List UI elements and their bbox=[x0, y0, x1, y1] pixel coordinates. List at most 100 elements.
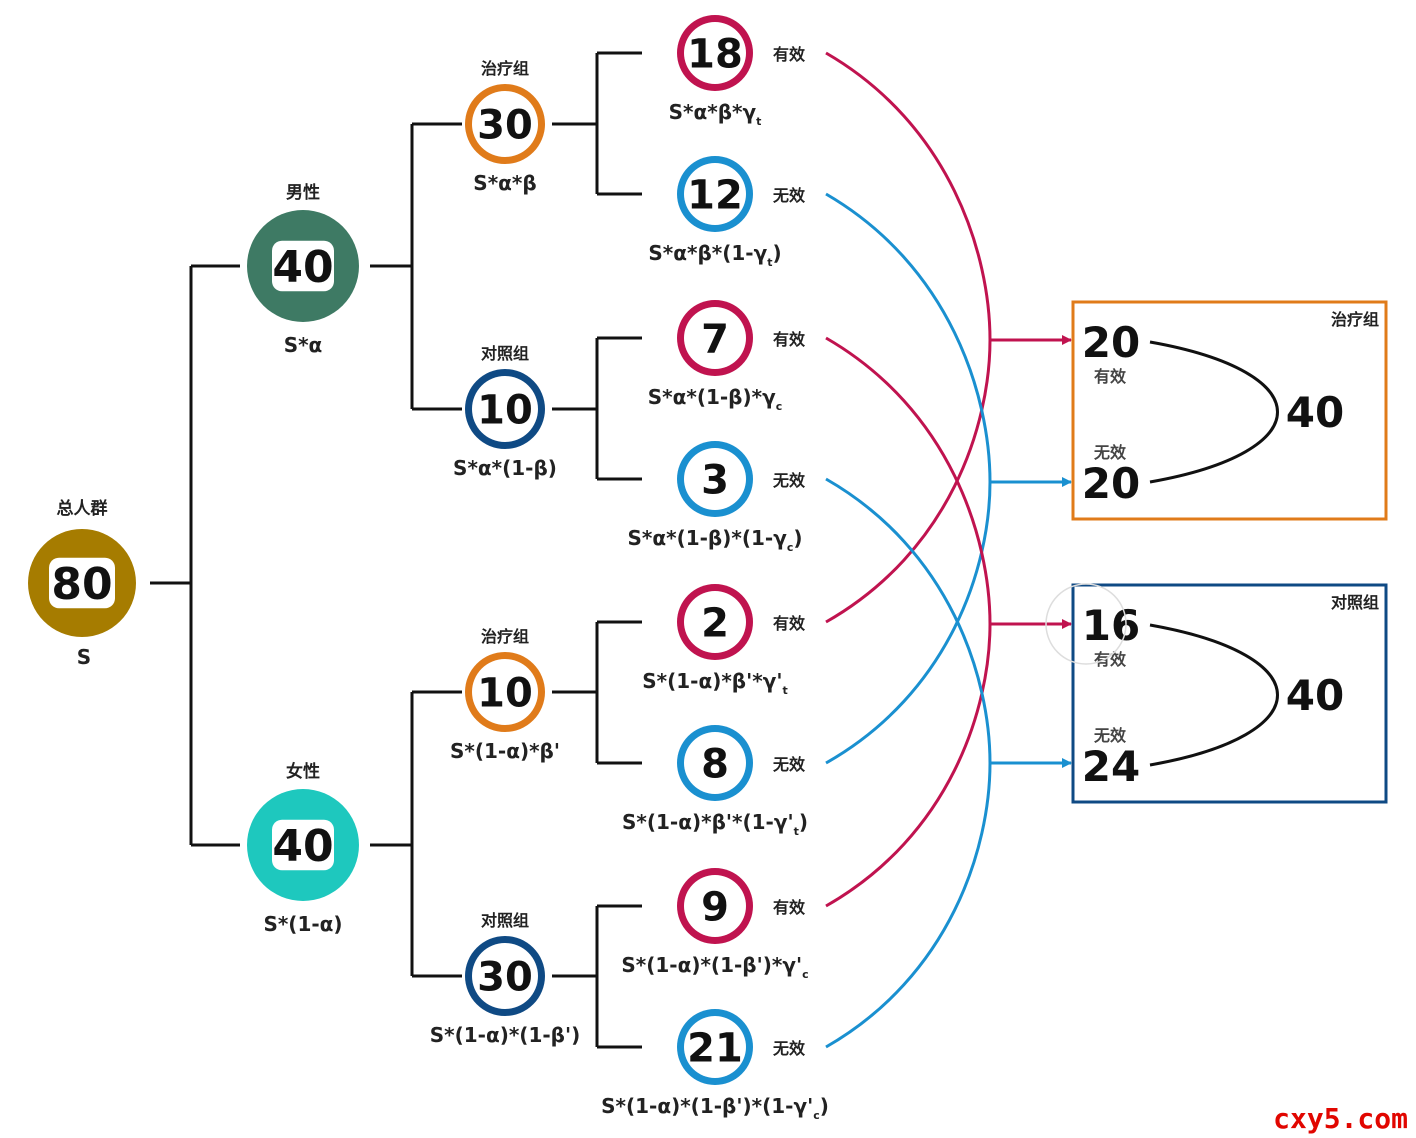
outcome-status-1-1-1: 无效 bbox=[772, 1039, 805, 1058]
summary-bottom-label-0: 无效 bbox=[1093, 443, 1126, 462]
group-label-1-0: 治疗组 bbox=[481, 627, 529, 646]
outcome-status-1-0-1: 无效 bbox=[772, 755, 805, 774]
outcome-node-0-1-0-value: 7 bbox=[701, 316, 729, 362]
summary-top-label-1: 有效 bbox=[1094, 650, 1126, 669]
summary-bottom-value-1: 24 bbox=[1082, 742, 1140, 791]
gender-formula-0: S*α bbox=[284, 333, 323, 357]
outcome-node-0-0-1-value: 12 bbox=[687, 172, 743, 218]
flow-curve-2 bbox=[825, 192, 992, 483]
group-label-1-1: 对照组 bbox=[481, 911, 529, 930]
group-node-0-1: 10 bbox=[465, 369, 545, 449]
outcome-node-1-0-0: 2 bbox=[677, 584, 753, 660]
summary-total-0: 40 bbox=[1286, 388, 1344, 437]
group-node-1-1-inner bbox=[472, 943, 538, 1009]
watermark: cxy5.com bbox=[1273, 1102, 1408, 1135]
group-node-0-1-inner bbox=[472, 376, 538, 442]
group-node-1-0-value: 10 bbox=[477, 670, 533, 716]
group-label-0-1: 对照组 bbox=[481, 344, 529, 363]
outcome-node-1-1-1-value: 21 bbox=[687, 1025, 743, 1071]
gender-node-0-value: 40 bbox=[272, 242, 333, 293]
flow-curve-7 bbox=[825, 762, 992, 1049]
outcome-formula-1-0-1: S*(1-α)*β'*(1-γ't) bbox=[622, 810, 808, 838]
outcome-node-0-1-0: 7 bbox=[677, 300, 753, 376]
outcome-formula-1-0-0: S*(1-α)*β'*γ't bbox=[642, 669, 787, 697]
group-node-0-0: 30 bbox=[465, 84, 545, 164]
outcome-node-1-1-0-value: 9 bbox=[701, 884, 729, 930]
gender-node-1-badge bbox=[272, 819, 334, 871]
gender-label-1: 女性 bbox=[286, 761, 320, 782]
outcome-node-1-0-1: 8 bbox=[677, 725, 753, 801]
group-node-0-1-value: 10 bbox=[477, 387, 533, 433]
gender-node-0: 40 bbox=[247, 210, 359, 322]
summary-brace-1 bbox=[1149, 623, 1279, 767]
outcome-formula-0-0-1: S*α*β*(1-γt) bbox=[648, 241, 781, 269]
group-node-1-0-inner bbox=[472, 659, 538, 725]
outcome-status-0-1-1: 无效 bbox=[772, 471, 805, 490]
gender-node-1-value: 40 bbox=[272, 821, 333, 872]
highlight-ring bbox=[1045, 583, 1127, 665]
group-node-0-0-value: 30 bbox=[477, 102, 533, 148]
summary-title-1: 对照组 bbox=[1331, 593, 1379, 612]
outcome-formula-0-1-1: S*α*(1-β)*(1-γc) bbox=[628, 526, 803, 554]
group-formula-1-0: S*(1-α)*β' bbox=[450, 739, 560, 763]
flow-curves bbox=[825, 51, 1072, 1049]
outcome-node-0-0-0-value: 18 bbox=[687, 31, 743, 77]
gender-node-1: 40 bbox=[247, 789, 359, 901]
outcome-node-1-0-1-inner bbox=[684, 732, 746, 794]
outcome-formula-1-1-1: S*(1-α)*(1-β')*(1-γ'c) bbox=[601, 1094, 829, 1122]
outcome-node-0-1-1-inner bbox=[684, 448, 746, 510]
outcome-formula-0-0-0: S*α*β*γt bbox=[669, 100, 762, 128]
summary-brace-0 bbox=[1149, 340, 1279, 484]
summary-top-value-0: 20 bbox=[1082, 318, 1140, 367]
tree-connectors bbox=[150, 51, 642, 1049]
flow-curve-0 bbox=[825, 51, 992, 341]
root-node: 80 bbox=[28, 529, 136, 637]
outcome-node-0-0-1: 12 bbox=[677, 156, 753, 232]
group-node-0-0-inner bbox=[472, 91, 538, 157]
summary-top-label-0: 有效 bbox=[1094, 367, 1126, 386]
outcome-node-1-1-1-inner bbox=[684, 1016, 746, 1078]
group-formula-0-1: S*α*(1-β) bbox=[453, 456, 557, 480]
outcome-status-1-0-0: 有效 bbox=[773, 614, 805, 633]
gender-node-0-badge bbox=[272, 240, 334, 292]
group-formula-1-1: S*(1-α)*(1-β') bbox=[430, 1023, 581, 1047]
outcome-node-1-1-0: 9 bbox=[677, 868, 753, 944]
group-node-1-1-value: 30 bbox=[477, 954, 533, 1000]
root-node-value: 80 bbox=[51, 559, 112, 610]
gender-formula-1: S*(1-α) bbox=[263, 912, 342, 936]
group-node-1-0: 10 bbox=[465, 652, 545, 732]
outcome-node-0-1-0-inner bbox=[684, 307, 746, 369]
flow-curve-1 bbox=[825, 339, 992, 624]
root-node-badge bbox=[49, 557, 115, 609]
flow-curve-4 bbox=[825, 336, 992, 625]
root-formula: S bbox=[77, 645, 91, 669]
summary-title-0: 治疗组 bbox=[1331, 310, 1379, 329]
outcome-node-1-1-1: 21 bbox=[677, 1009, 753, 1085]
outcome-node-1-0-0-value: 2 bbox=[701, 600, 729, 646]
outcome-formula-1-1-0: S*(1-α)*(1-β')*γ'c bbox=[621, 953, 808, 981]
summary-bottom-label-1: 无效 bbox=[1093, 726, 1126, 745]
group-node-1-1: 30 bbox=[465, 936, 545, 1016]
outcome-node-0-0-0: 18 bbox=[677, 15, 753, 91]
summary-bottom-value-0: 20 bbox=[1082, 459, 1140, 508]
outcome-node-0-1-1-value: 3 bbox=[701, 457, 729, 503]
outcome-node-0-0-1-inner bbox=[684, 163, 746, 225]
outcome-status-1-1-0: 有效 bbox=[773, 898, 805, 917]
root-label: 总人群 bbox=[57, 498, 108, 519]
summary-total-1: 40 bbox=[1286, 671, 1344, 720]
outcome-status-0-0-0: 有效 bbox=[773, 45, 805, 64]
outcome-node-0-1-1: 3 bbox=[677, 441, 753, 517]
outcome-status-0-0-1: 无效 bbox=[772, 186, 805, 205]
group-label-0-0: 治疗组 bbox=[481, 59, 529, 78]
flow-curve-3 bbox=[825, 481, 992, 765]
outcome-node-1-0-0-inner bbox=[684, 591, 746, 653]
group-formula-0-0: S*α*β bbox=[473, 171, 536, 195]
outcome-formula-0-1-0: S*α*(1-β)*γc bbox=[648, 385, 783, 413]
outcome-node-0-0-0-inner bbox=[684, 22, 746, 84]
flow-curve-5 bbox=[825, 623, 992, 908]
outcome-node-1-0-1-value: 8 bbox=[701, 741, 729, 787]
